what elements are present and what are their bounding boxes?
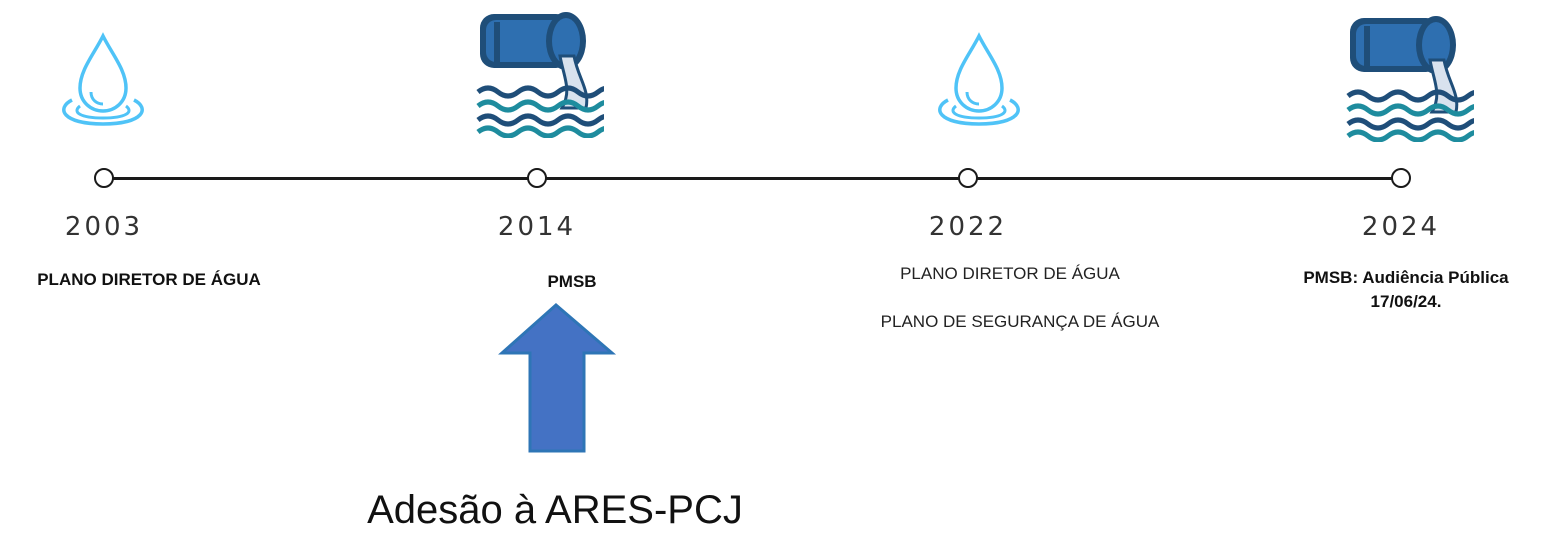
water-drop-icon bbox=[938, 32, 1020, 126]
timeline-node-2024 bbox=[1391, 168, 1411, 188]
event-2003-title: PLANO DIRETOR DE ÁGUA bbox=[37, 270, 261, 289]
pipe-discharge-icon bbox=[476, 12, 604, 138]
timeline-axis bbox=[104, 177, 1401, 180]
year-label-2014: 2014 bbox=[497, 212, 577, 242]
year-label-2003: 2003 bbox=[64, 212, 144, 242]
up-arrow-icon bbox=[498, 303, 617, 453]
callout-label: Adesão à ARES-PCJ bbox=[367, 488, 743, 532]
event-2014-title: PMSB bbox=[547, 272, 597, 291]
event-2022-line-1: PLANO DIRETOR DE ÁGUA bbox=[900, 264, 1120, 283]
timeline-node-2022 bbox=[958, 168, 978, 188]
pipe-discharge-icon bbox=[1346, 16, 1474, 142]
timeline-node-2014 bbox=[527, 168, 547, 188]
timeline-node-2003 bbox=[94, 168, 114, 188]
year-label-2022: 2022 bbox=[928, 212, 1008, 242]
water-drop-icon bbox=[62, 32, 144, 126]
event-2024-line-2: 17/06/24. bbox=[1370, 292, 1442, 311]
year-label-2024: 2024 bbox=[1361, 212, 1441, 242]
event-2022-line-2: PLANO DE SEGURANÇA DE ÁGUA bbox=[880, 312, 1160, 331]
event-2024-line-1: PMSB: Audiência Pública bbox=[1303, 268, 1509, 287]
